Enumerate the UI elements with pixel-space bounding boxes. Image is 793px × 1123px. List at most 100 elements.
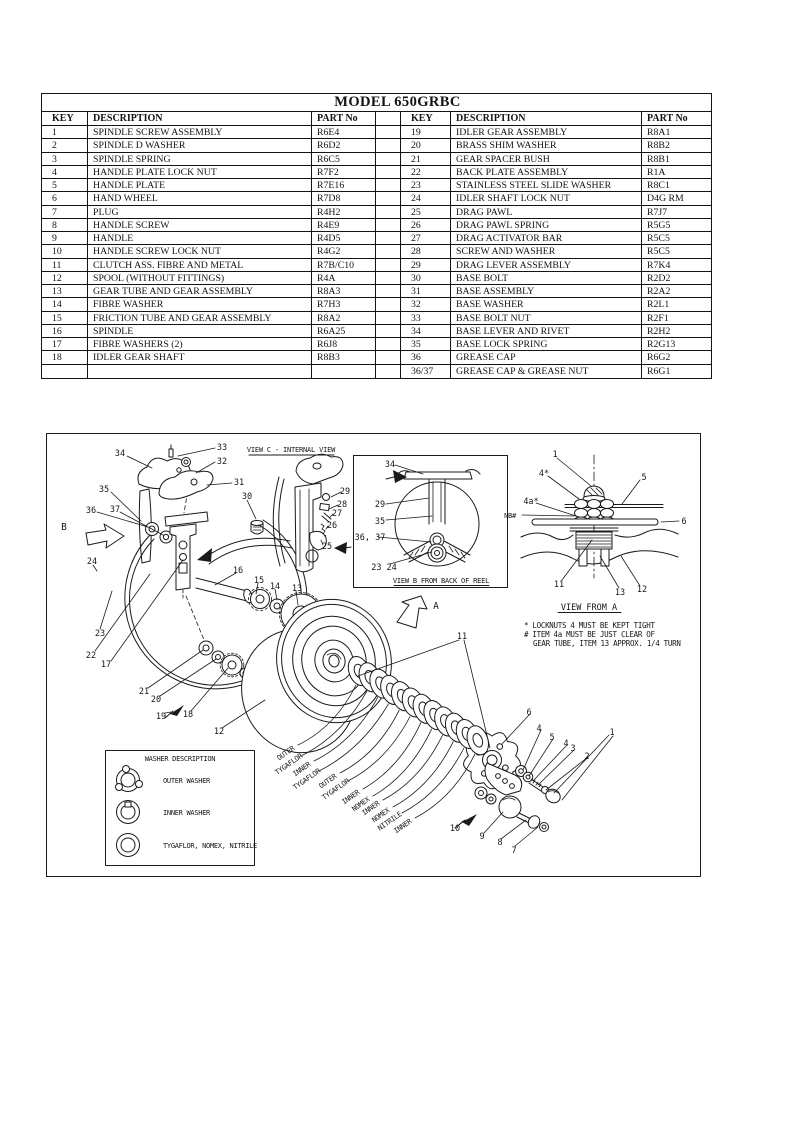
key-cell: 3 xyxy=(42,152,88,166)
view-c-internal xyxy=(272,453,352,573)
description-cell: SPOOL (WITHOUT FITTINGS) xyxy=(88,271,312,285)
description-cell: DRAG PAWL xyxy=(451,205,642,219)
note-line-2: # ITEM 4a MUST BE JUST CLEAR OF xyxy=(524,630,655,639)
spacer-cell xyxy=(376,298,401,312)
header-description: DESCRIPTION xyxy=(88,112,312,126)
part-no-cell: R8A3 xyxy=(312,285,376,299)
part-no-cell: R6C5 xyxy=(312,152,376,166)
part-label-30: 30 xyxy=(242,492,252,502)
main-exploded-view xyxy=(85,444,561,832)
key-cell: 13 xyxy=(42,285,88,299)
nb-label: NB# xyxy=(504,512,517,520)
key-cell: 1 xyxy=(42,126,88,140)
part-label-11: 11 xyxy=(457,632,467,642)
part-label-23: 23 xyxy=(95,629,105,639)
key-cell: 19 xyxy=(401,126,451,140)
part-label-11: 11 xyxy=(554,580,564,590)
description-cell: HANDLE PLATE xyxy=(88,179,312,193)
key-cell: 11 xyxy=(42,258,88,272)
part-no-cell: R6D2 xyxy=(312,139,376,153)
header-spacer xyxy=(376,112,401,126)
key-cell xyxy=(42,364,88,378)
part-no-cell: R4H2 xyxy=(312,205,376,219)
key-cell: 36 xyxy=(401,351,451,365)
key-cell: 12 xyxy=(42,271,88,285)
part-label-23-24: 23 24 xyxy=(371,563,397,573)
description-cell: HANDLE xyxy=(88,232,312,246)
key-cell: 15 xyxy=(42,311,88,325)
spacer-cell xyxy=(376,351,401,365)
description-cell: GEAR TUBE AND GEAR ASSEMBLY xyxy=(88,285,312,299)
key-cell: 33 xyxy=(401,311,451,325)
clutch-washer-stack xyxy=(347,655,490,756)
key-cell: 16 xyxy=(42,324,88,338)
part-no-cell xyxy=(312,364,376,378)
key-cell: 5 xyxy=(42,179,88,193)
part-label-10: 10 xyxy=(450,824,460,834)
part-no-cell: R7E16 xyxy=(312,179,376,193)
spacer-cell xyxy=(376,311,401,325)
pointer-arrow-inset xyxy=(393,470,407,483)
view-a-arrow xyxy=(396,595,428,629)
key-cell: 24 xyxy=(401,192,451,206)
part-no-cell: R1A xyxy=(642,166,711,179)
washer-legend-item-inner: INNER WASHER xyxy=(163,809,211,817)
part-no-cell: R6G1 xyxy=(647,365,671,377)
description-cell: HANDLE SCREW LOCK NUT xyxy=(88,245,312,259)
description-cell: STAINLESS STEEL SLIDE WASHER xyxy=(451,179,642,193)
view-b-title: VIEW B FROM BACK OF REEL xyxy=(393,577,489,585)
spacer-cell xyxy=(376,271,401,285)
header-description: DESCRIPTION xyxy=(451,112,642,126)
part-label-27: 27 xyxy=(332,509,342,519)
view-b-arrow xyxy=(85,523,125,549)
description-cell: DRAG LEVER ASSEMBLY xyxy=(451,258,642,272)
part-label-34: 34 xyxy=(115,449,125,459)
part-no-cell: R7F2 xyxy=(312,165,376,179)
part-label-37: 37 xyxy=(110,505,120,515)
description-cell: HAND WHEEL xyxy=(88,192,312,206)
description-cell: DRAG ACTIVATOR BAR xyxy=(451,232,642,246)
key-cell: 4 xyxy=(42,165,88,179)
description-cell: BASE WASHER xyxy=(451,298,642,312)
part-label-15: 15 xyxy=(254,576,264,586)
part-label-16: 16 xyxy=(233,566,243,576)
part-label-4: 4 xyxy=(536,724,541,734)
description-cell: BACK PLATE ASSEMBLY xyxy=(451,165,642,179)
part-no-cell: R5C5 xyxy=(642,245,711,259)
part-label-17: 17 xyxy=(101,660,111,670)
part-label-33: 33 xyxy=(217,443,227,453)
key-cell: 21 xyxy=(401,152,451,166)
spacer-cell xyxy=(376,338,401,352)
part-label-22: 22 xyxy=(86,651,96,661)
part-label-25: 25 xyxy=(322,542,332,552)
description-cell: BASE ASSEMBLY xyxy=(451,285,642,299)
key-cell: 30 xyxy=(401,271,451,285)
washer-legend-title: WASHER DESCRIPTION xyxy=(145,755,216,763)
spacer-cell xyxy=(376,192,401,206)
key-cell: 20 xyxy=(401,139,451,153)
view-a-title: VIEW FROM A xyxy=(561,603,617,613)
description-cell: BASE LOCK SPRING xyxy=(451,338,642,352)
part-label-14: 14 xyxy=(270,582,280,592)
header-key: KEY xyxy=(401,112,451,126)
key-cell: 35 xyxy=(401,338,451,352)
part-no-cell: R8C1 xyxy=(642,179,711,193)
part-label-26: 26 xyxy=(327,521,337,531)
description-cell xyxy=(88,364,312,378)
key-cell: 27 xyxy=(401,232,451,246)
part-no-cell: R7D8 xyxy=(312,192,376,206)
part-label-9: 9 xyxy=(479,832,484,842)
description-cell: CLUTCH ASS. FIBRE AND METAL xyxy=(88,258,312,272)
part-no-cell: R6J8 xyxy=(312,338,376,352)
part-label-4: 4 xyxy=(563,739,568,749)
spacer-cell xyxy=(376,258,401,272)
part-no-cell: R2A2 xyxy=(642,285,711,299)
part-label-3: 3 xyxy=(570,744,575,754)
description-cell: GREASE CAP xyxy=(451,351,642,365)
part-no-cell: R4A xyxy=(312,271,376,285)
description-cell: FIBRE WASHERS (2) xyxy=(88,338,312,352)
part-label-13: 13 xyxy=(292,584,302,594)
key-cell: 6 xyxy=(42,192,88,206)
key-cell: 31 xyxy=(401,285,451,299)
